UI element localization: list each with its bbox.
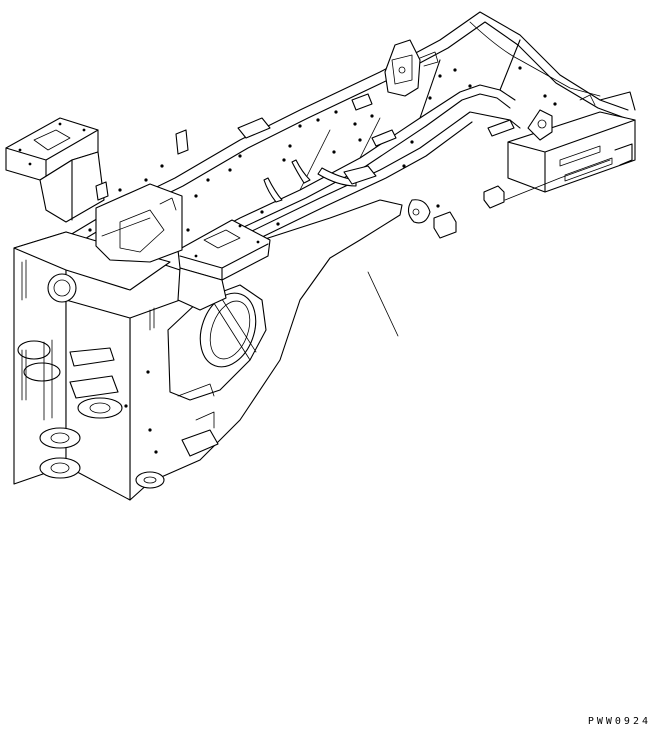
front-frame — [13, 199, 403, 501]
stud-holes — [194, 66, 557, 226]
leader-line — [367, 271, 399, 337]
loose-parts — [407, 185, 505, 239]
front-lugs — [17, 259, 155, 479]
front-towers — [5, 117, 271, 311]
figure-code: PWW0924 — [587, 716, 651, 727]
rear-frame — [69, 11, 636, 259]
